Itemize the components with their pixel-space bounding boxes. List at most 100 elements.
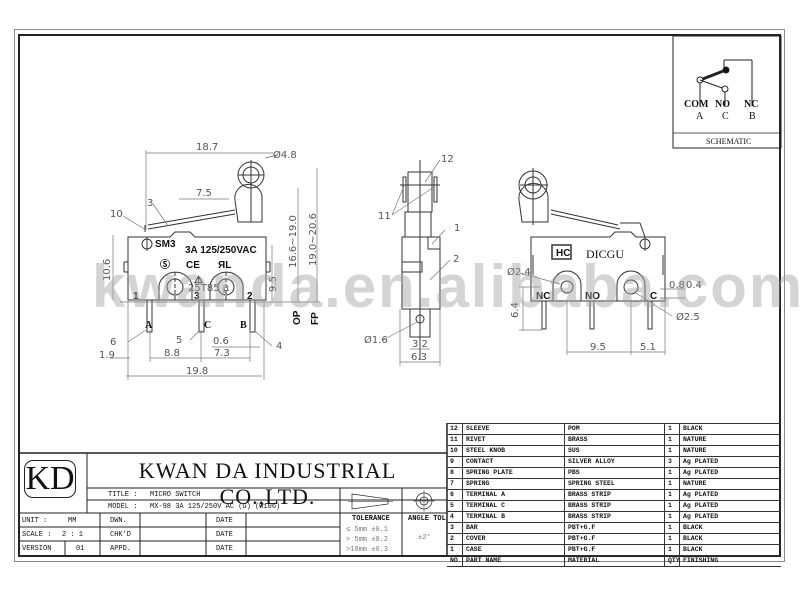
svg-text:10: 10 <box>110 209 123 220</box>
svg-text:A: A <box>696 111 704 122</box>
svg-text:16.6~19.0: 16.6~19.0 <box>288 215 299 268</box>
svg-text:3.2: 3.2 <box>412 339 428 350</box>
part-name: SPRING <box>463 479 565 489</box>
part-material: BRASS STRIP <box>565 501 665 511</box>
part-finishing: BLACK <box>683 524 703 531</box>
tolerance-line-2: > 5mm ±0.2 <box>346 536 389 544</box>
bom-header-part-material: MATERIAL <box>565 556 665 566</box>
part-name: SPRING PLATE <box>463 468 565 478</box>
svg-text:OP: OP <box>292 310 303 325</box>
svg-text:0.8: 0.8 <box>669 280 685 291</box>
part-material: BRASS STRIP <box>565 512 665 522</box>
part-no: 5 <box>447 501 463 511</box>
svg-text:SCHEMATIC: SCHEMATIC <box>706 137 751 146</box>
svg-text:3: 3 <box>147 198 153 209</box>
date-label-3: DATE <box>216 545 233 553</box>
part-material: PBT+G.F <box>565 523 665 533</box>
svg-text:ЯL: ЯL <box>218 260 231 271</box>
side-view-labels: 12 11 1 2 Ø1.6 3.2 6.3 <box>364 154 460 363</box>
drawing-frame-inner <box>18 34 781 557</box>
part-qty: 3 <box>665 457 680 467</box>
svg-text:3A 125/250VAC: 3A 125/250VAC <box>185 245 257 256</box>
scale-label: SCALE : <box>22 531 52 539</box>
svg-text:12: 12 <box>441 154 454 165</box>
part-no: 7 <box>447 479 463 489</box>
svg-text:10.6: 10.6 <box>102 259 113 281</box>
svg-text:11: 11 <box>378 211 391 222</box>
scale-value: 2 : 1 <box>62 531 84 539</box>
part-material: SPRING STEEL <box>565 479 665 489</box>
svg-text:7.5: 7.5 <box>196 188 212 199</box>
svg-text:⚠: ⚠ <box>194 275 203 286</box>
part-name: STEEL KNOB <box>463 446 565 456</box>
part-name: SLEEVE <box>463 424 565 434</box>
bom-header-part-no: NO. <box>447 556 463 566</box>
svg-text:Ø1.6: Ø1.6 <box>364 334 388 346</box>
svg-text:1: 1 <box>454 223 460 234</box>
svg-text:NC: NC <box>744 99 758 110</box>
part-qty: 1 <box>665 512 680 522</box>
tolerance-line-3: >10mm ±0.3 <box>346 546 389 554</box>
svg-text:1.9: 1.9 <box>99 350 115 361</box>
tolerance-line-1: ≤ 5mm ±0.1 <box>346 526 389 534</box>
svg-text:B: B <box>749 111 756 122</box>
part-no: 9 <box>447 457 463 467</box>
part-material: BRASS STRIP <box>565 490 665 500</box>
part-material: PBT+G.F <box>565 534 665 544</box>
unit-label: UNIT : <box>22 517 48 525</box>
part-material: PBS <box>565 468 665 478</box>
svg-text:C: C <box>650 291 657 302</box>
model-value: MX-98 3A 125/250V AC (G) (W106) <box>150 503 281 511</box>
part-no: 4 <box>447 512 463 522</box>
svg-text:NO: NO <box>585 291 600 302</box>
tolerance-label: TOLERANCE <box>352 515 390 523</box>
svg-text:9.5: 9.5 <box>268 276 279 292</box>
part-qty: 1 <box>665 490 680 500</box>
version-value: 01 <box>76 545 85 553</box>
part-name: TERMINAL B <box>463 512 565 522</box>
part-finishing: Ag PLATED <box>683 502 719 509</box>
bom-header-part-qty: QTY <box>665 556 680 566</box>
svg-text:25T85 µ: 25T85 µ <box>188 283 230 294</box>
part-finishing: BLACK <box>683 535 703 542</box>
svg-text:B: B <box>240 320 247 331</box>
part-no: 2 <box>447 534 463 544</box>
title-block-grid <box>18 423 448 557</box>
back-view-labels: HC DICGU Ø2.4 Ø2.5 NC NO C 6.4 9.5 5.1 0… <box>507 247 702 353</box>
svg-text:6.4: 6.4 <box>510 302 521 318</box>
schematic-labels: COM NO NC A C B SCHEMATIC <box>684 99 758 146</box>
svg-text:FP: FP <box>310 312 321 325</box>
part-material: PBT+G.F <box>565 545 665 555</box>
part-name: RIVET <box>463 435 565 445</box>
svg-text:19.8: 19.8 <box>186 366 208 377</box>
back-view <box>518 168 666 330</box>
svg-text:3: 3 <box>194 291 200 302</box>
svg-text:Ø2.5: Ø2.5 <box>676 311 700 323</box>
part-finishing: NATURE <box>683 436 707 443</box>
svg-text:9.5: 9.5 <box>590 342 606 353</box>
svg-text:19.0~20.6: 19.0~20.6 <box>308 213 319 266</box>
back-view-dimensions <box>519 272 685 355</box>
svg-text:Ø2.4: Ø2.4 <box>507 266 531 278</box>
svg-text:0.4: 0.4 <box>686 280 702 291</box>
part-name: TERMINAL C <box>463 501 565 511</box>
model-label: MODEL : <box>108 503 138 511</box>
svg-text:8.8: 8.8 <box>164 348 180 359</box>
svg-text:4: 4 <box>276 341 282 352</box>
svg-text:DICGU: DICGU <box>586 247 624 261</box>
checked-label: CHK'D <box>110 531 132 539</box>
svg-text:CE: CE <box>186 260 200 271</box>
approved-label: APPD. <box>110 545 132 553</box>
part-qty: 1 <box>665 479 680 489</box>
part-no: 1 <box>447 545 463 555</box>
part-qty: 1 <box>665 534 680 544</box>
part-material: BRASS <box>565 435 665 445</box>
